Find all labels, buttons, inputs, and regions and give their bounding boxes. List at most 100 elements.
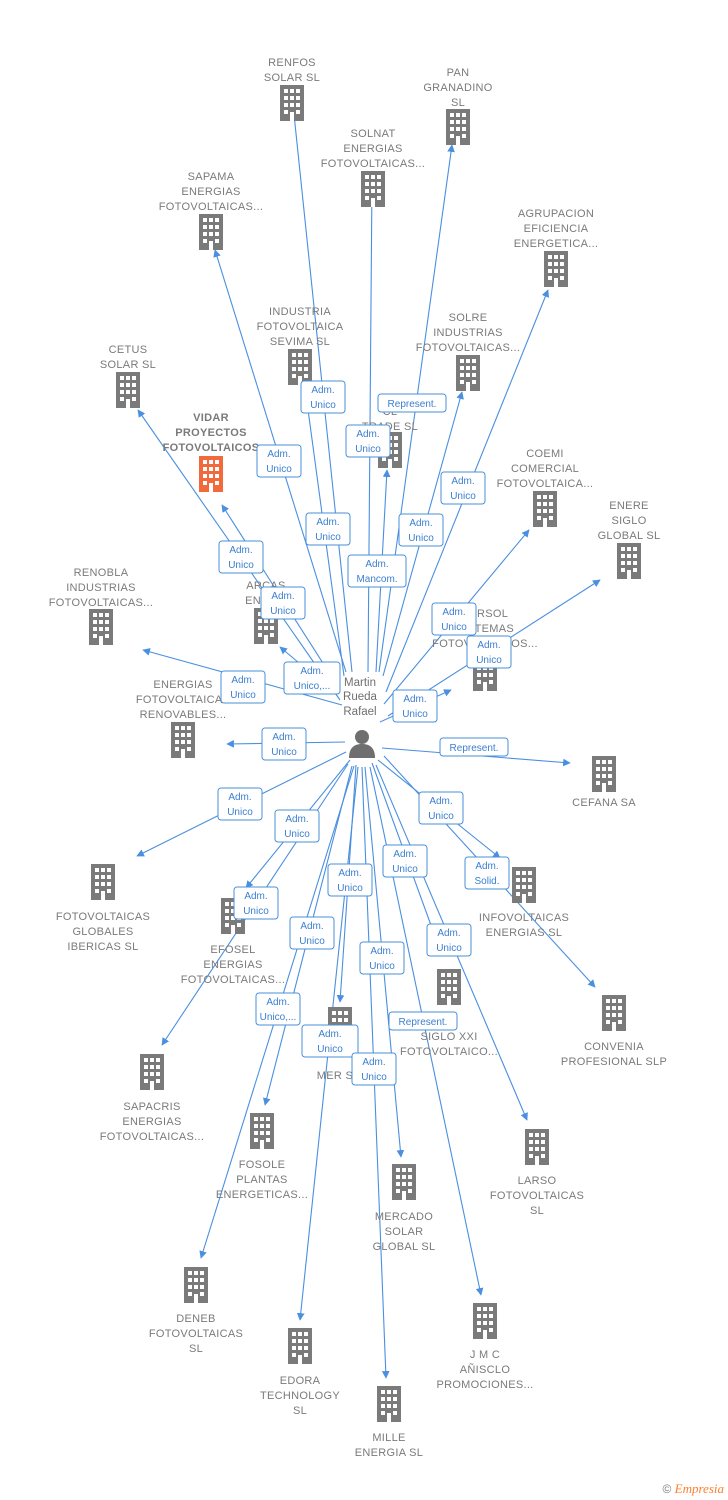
company-label-line: FOTOVOLTAICAS bbox=[136, 694, 230, 706]
role-badge: Represent. bbox=[377, 393, 447, 413]
building-icon bbox=[544, 251, 568, 287]
center-person[interactable]: Martin Rueda Rafael bbox=[343, 677, 378, 758]
role-badge-text: Unico bbox=[270, 606, 296, 617]
role-badge: Adm. Unico bbox=[431, 602, 477, 636]
building-icon bbox=[116, 372, 140, 408]
company-label-line: EFICIENCIA bbox=[524, 223, 589, 235]
company-label-line: MERCADO bbox=[375, 1211, 433, 1223]
person-name-line-2: Rueda bbox=[343, 691, 377, 703]
role-badge-box bbox=[220, 670, 266, 704]
role-badge-text: Unico bbox=[310, 400, 336, 411]
role-badge-box bbox=[431, 602, 477, 636]
company-label-line: FOTOVOLTAICA... bbox=[497, 478, 594, 490]
role-badge-text: Unico bbox=[402, 709, 428, 720]
role-badge-text: Adm. bbox=[228, 792, 251, 803]
company-node-agrupacion[interactable]: AGRUPACIONEFICIENCIAENERGETICA... bbox=[514, 208, 599, 287]
company-node-sapama[interactable]: SAPAMAENERGIASFOTOVOLTAICAS... bbox=[159, 171, 263, 250]
company-node-sapacris[interactable]: SAPACRISENERGIASFOTOVOLTAICAS... bbox=[100, 1054, 204, 1143]
company-node-efosel[interactable]: EFOSELENERGIASFOTOVOLTAICAS... bbox=[181, 898, 285, 986]
role-badge-text: Adm. bbox=[285, 814, 308, 825]
role-badge-box bbox=[289, 916, 335, 950]
role-badge-text: Unico bbox=[315, 532, 341, 543]
role-badge-text: Adm. bbox=[272, 732, 295, 743]
role-badge-text: Unico bbox=[441, 622, 467, 633]
role-badge-box bbox=[418, 791, 464, 825]
building-icon bbox=[361, 171, 385, 207]
role-badge-text: Adm. bbox=[365, 559, 388, 570]
company-label-line: SAPAMA bbox=[188, 171, 235, 183]
role-badge: Adm. Mancom. bbox=[347, 554, 407, 588]
company-label-line: GLOBAL SL bbox=[598, 530, 661, 542]
role-badge-box bbox=[388, 1011, 458, 1031]
role-badge-text: Adm. bbox=[338, 868, 361, 879]
company-label-line: FOSOLE bbox=[239, 1159, 285, 1171]
building-icon bbox=[91, 864, 115, 900]
company-node-coemi[interactable]: COEMICOMERCIALFOTOVOLTAICA... bbox=[497, 448, 594, 527]
role-badge-text: Adm. bbox=[442, 607, 465, 618]
company-node-jmc[interactable]: J M CAÑISCLOPROMOCIONES... bbox=[436, 1303, 533, 1391]
company-label-line: FOTOVOLTAICAS... bbox=[49, 597, 153, 609]
role-badge-box bbox=[426, 923, 472, 957]
company-label-line: INDUSTRIAS bbox=[433, 327, 503, 339]
company-node-solre[interactable]: SOLREINDUSTRIASFOTOVOLTAICAS... bbox=[416, 312, 520, 391]
role-badge: Adm.Unico bbox=[418, 791, 464, 825]
company-node-mer[interactable]: MER S... bbox=[317, 1007, 363, 1082]
company-label-line: ENERGIA SL bbox=[355, 1447, 423, 1459]
role-badge-text: Unico bbox=[317, 1044, 343, 1055]
company-label-line: SEVIMA SL bbox=[270, 336, 330, 348]
role-badge-box bbox=[261, 727, 307, 761]
company-label-line: AÑISCLO bbox=[460, 1363, 511, 1376]
company-label-line: SL bbox=[451, 97, 465, 109]
company-label-line: FOTOVOLTAICAS bbox=[490, 1190, 584, 1202]
role-badge-text: Unico bbox=[476, 655, 502, 666]
role-badge-text: Unico bbox=[369, 961, 395, 972]
building-icon bbox=[473, 1303, 497, 1339]
role-badge-text: Mancom. bbox=[356, 574, 397, 585]
role-badge-box bbox=[382, 844, 428, 878]
role-badge-text: Adm. bbox=[409, 518, 432, 529]
company-label-line: INDUSTRIAS bbox=[66, 582, 136, 594]
role-badge: Represent. bbox=[388, 1011, 458, 1031]
company-node-energias[interactable]: ENERGIASFOTOVOLTAICASRENOVABLES... bbox=[136, 679, 230, 758]
company-label-line: VIDAR bbox=[193, 412, 229, 424]
role-badge: Adm.Unico bbox=[217, 787, 263, 821]
company-label-line: PLANTAS bbox=[236, 1174, 287, 1186]
role-badge-text: Adm. bbox=[300, 666, 323, 677]
company-node-cefana[interactable]: CEFANA SA bbox=[572, 756, 636, 809]
company-node-renobla[interactable]: RENOBLAINDUSTRIASFOTOVOLTAICAS... bbox=[49, 567, 153, 645]
company-label-line: TECHNOLOGY bbox=[260, 1390, 340, 1402]
role-badge-text: Represent. bbox=[388, 399, 437, 410]
company-label-line: PROFESIONAL SLP bbox=[561, 1056, 667, 1068]
role-badge-text: Unico bbox=[299, 936, 325, 947]
company-node-solnat[interactable]: SOLNATENERGIASFOTOVOLTAICAS... bbox=[321, 128, 425, 207]
role-badge: Adm.Unico bbox=[305, 512, 351, 546]
company-label-line: INFOVOLTAICAS bbox=[479, 912, 569, 924]
role-badge-text: Unico bbox=[284, 829, 310, 840]
role-badge-text: Adm. bbox=[403, 694, 426, 705]
company-label-line: FOTOVOLTAICOS bbox=[163, 442, 260, 454]
company-label-line: EDORA bbox=[280, 1375, 321, 1387]
company-node-fosole[interactable]: FOSOLEPLANTASENERGETICAS... bbox=[216, 1113, 308, 1201]
building-icon bbox=[512, 867, 536, 903]
role-badge-text: Unico bbox=[392, 864, 418, 875]
company-label-line: AGRUPACION bbox=[518, 208, 594, 220]
role-badge: Adm.Unico bbox=[261, 727, 307, 761]
role-badge-text: Adm. bbox=[437, 928, 460, 939]
company-label-line: CETUS bbox=[109, 344, 148, 356]
building-icon bbox=[617, 543, 641, 579]
role-badge-box bbox=[466, 635, 512, 669]
